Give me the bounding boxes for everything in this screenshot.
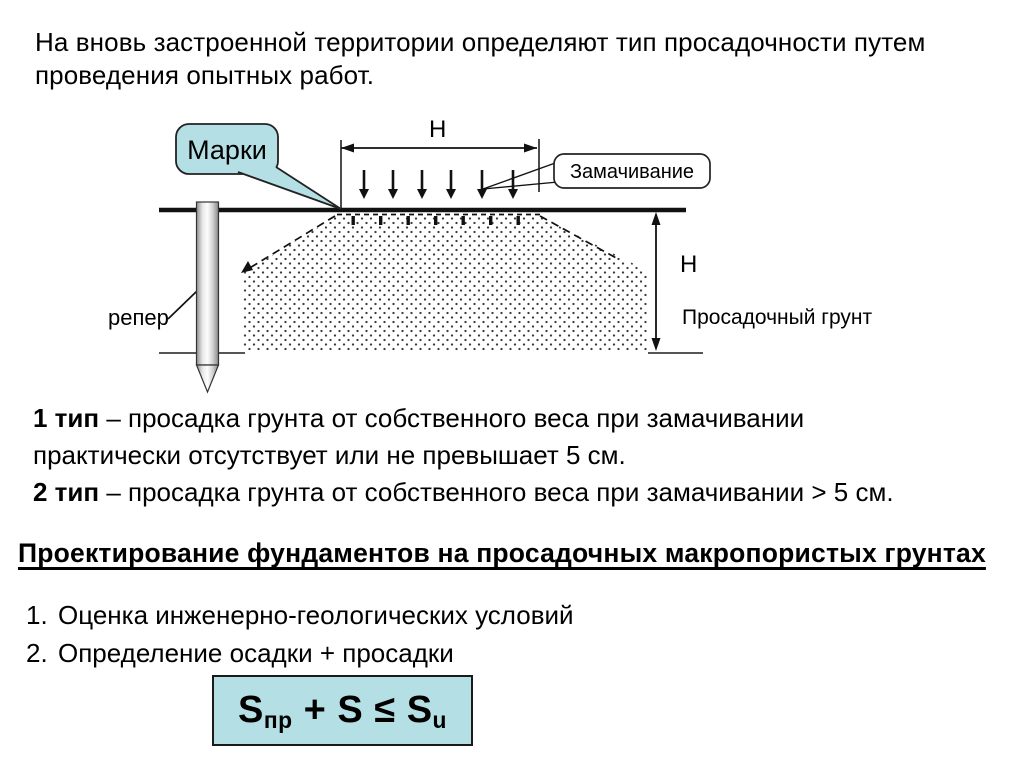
- soaking-leader-line-2: [482, 181, 559, 190]
- design-steps-list: 1. Оценка инженерно-геологических условий…: [26, 596, 574, 672]
- type1-label: 1 тип: [33, 403, 100, 433]
- type1-cont-text: практически отсутствует или не превышает…: [33, 440, 626, 470]
- intro-line-1: На вновь застроенной территории определя…: [35, 27, 926, 57]
- width-dim-label: H: [429, 116, 446, 143]
- width-dim-arrow-right: [524, 143, 537, 153]
- list-item: 1. Оценка инженерно-геологических условий: [26, 596, 574, 634]
- list-item: 2. Определение осадки + просадки: [26, 634, 574, 672]
- soaking-callout-box: [553, 153, 711, 189]
- formula-sub-u: u: [432, 707, 447, 734]
- type1-line-1: 1 тип – просадка грунта от собственного …: [33, 400, 894, 437]
- section-heading: Проектирование фундаментов на просадочны…: [18, 538, 986, 568]
- formula-mid: + S ≤ S: [292, 689, 433, 731]
- marks-callout-label: Марки: [187, 135, 267, 165]
- soaking-callout-label: Замачивание: [570, 161, 694, 183]
- list-item-text: Оценка инженерно-геологических условий: [58, 600, 574, 630]
- soil-zone-left-dashed-line: [247, 215, 336, 270]
- depth-dim-arrow-up: [651, 212, 661, 225]
- marks-callout-tail: [237, 166, 342, 210]
- benchmark-leader-line: [167, 290, 198, 320]
- formula-sub-pr: пр: [263, 707, 293, 734]
- list-item-number: 1.: [26, 600, 48, 630]
- benchmark-post-tip: [195, 364, 220, 394]
- type-definitions: 1 тип – просадка грунта от собственного …: [33, 400, 894, 511]
- soaked-soil-zone: [243, 216, 648, 352]
- soil-label: Просадочный грунт: [682, 306, 872, 329]
- soil-zone-right-dashed-line: [539, 215, 619, 260]
- type1-line-2: практически отсутствует или не превышает…: [33, 437, 894, 474]
- soaking-leader-line-1: [482, 161, 559, 190]
- left-dashed-arrowhead: [241, 261, 253, 273]
- benchmark-post: [195, 201, 220, 366]
- width-dim-arrow-left: [341, 143, 354, 153]
- depth-dim-arrow-down: [651, 338, 661, 351]
- experiment-diagram: репер H Замачивание Марки H Проса: [108, 116, 872, 394]
- type2-line: 2 тип – просадка грунта от собственного …: [33, 474, 894, 511]
- formula-text: Sпр + S ≤ Su: [238, 689, 447, 734]
- formula-box: Sпр + S ≤ Su: [212, 675, 473, 746]
- intro-paragraph: На вновь застроенной территории определя…: [35, 26, 925, 92]
- type1-text: – просадка грунта от собственного веса п…: [99, 403, 805, 433]
- formula-s1: S: [238, 689, 264, 731]
- surface-marks: [351, 216, 520, 225]
- type2-label: 2 тип: [33, 477, 100, 507]
- marks-callout-box: [175, 123, 279, 175]
- depth-dim-label: H: [680, 251, 697, 278]
- list-item-number: 2.: [26, 638, 48, 668]
- list-item-text: Определение осадки + просадки: [58, 638, 454, 668]
- type2-text: – просадка грунта от собственного веса п…: [99, 477, 894, 507]
- intro-line-2: проведения опытных работ.: [35, 60, 375, 90]
- benchmark-label: репер: [108, 305, 169, 330]
